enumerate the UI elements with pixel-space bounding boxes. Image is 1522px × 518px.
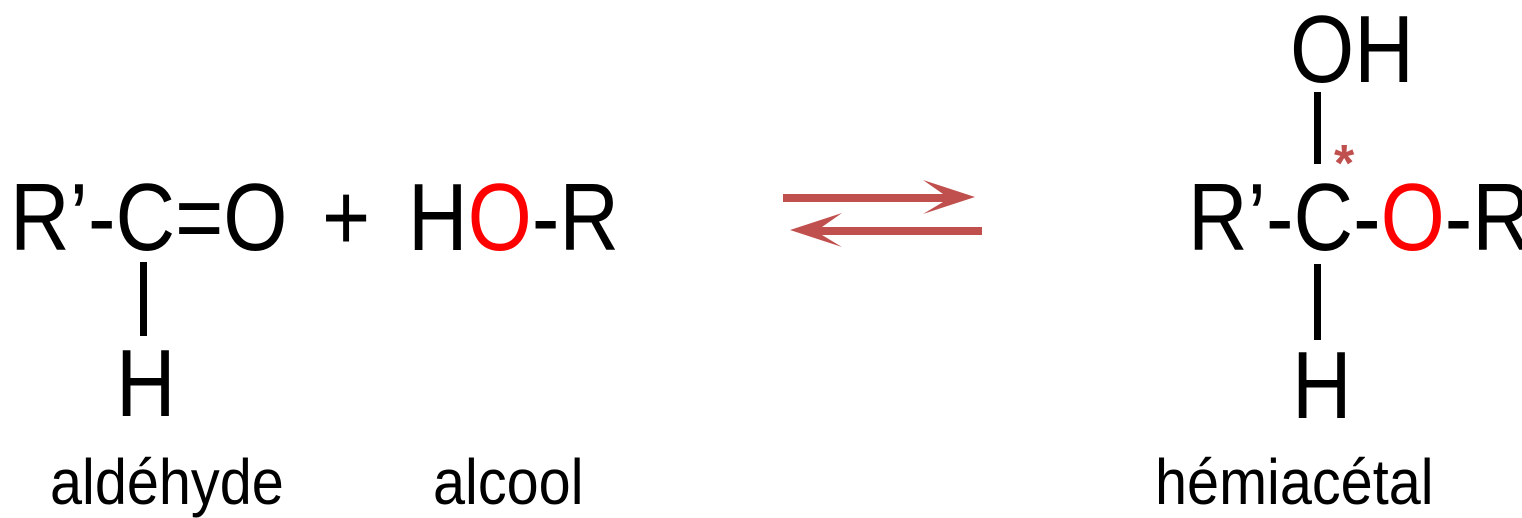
forward-arrow xyxy=(783,180,975,214)
equilibrium-arrows-icon xyxy=(783,180,982,247)
alcohol-r-group: -R xyxy=(531,164,619,271)
aldehyde-formula: R’-C=O xyxy=(10,164,288,271)
alcohol-label: alcool xyxy=(433,446,584,518)
plus-sign: + xyxy=(322,164,371,271)
hemiacetal-label: hémiacétal xyxy=(1155,446,1434,518)
product-c-oh-bond xyxy=(1314,92,1321,164)
reverse-arrow xyxy=(790,213,982,247)
stereocenter-star: * xyxy=(1334,135,1355,193)
alcohol-formula: HO-R xyxy=(408,170,619,266)
product-hydroxyl: OH xyxy=(1290,0,1414,103)
aldehyde-label: aldéhyde xyxy=(50,446,284,518)
product-c-h-bond xyxy=(1314,264,1321,340)
alcohol-hydrogen: H xyxy=(408,164,468,271)
alcohol-oxygen: O xyxy=(467,164,532,271)
product-chain-right: -R xyxy=(1444,164,1522,271)
product-chain-left: R’-C- xyxy=(1188,164,1381,271)
aldehyde-hydrogen: H xyxy=(116,330,176,437)
aldehyde-c-h-bond xyxy=(140,262,147,336)
product-hydrogen: H xyxy=(1292,332,1352,439)
product-formula: R’-C-O-R xyxy=(1188,170,1522,266)
product-oxygen: O xyxy=(1380,164,1445,271)
